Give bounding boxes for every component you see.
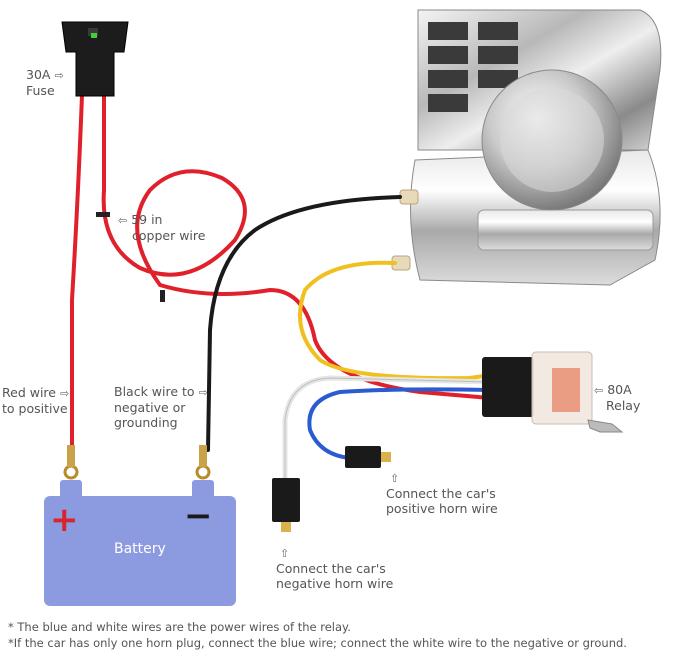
fuse-label: 30A ⇨ Fuse: [26, 67, 64, 98]
relay-label: ⇦ 80A Relay: [594, 382, 641, 413]
blue-wire: [307, 387, 492, 460]
white-wire: [282, 375, 493, 483]
positive-horn-label: ⇧ Connect the car's positive horn wire: [386, 472, 498, 516]
wires: [70, 93, 493, 483]
arrow-left-icon: ⇦: [118, 214, 128, 227]
battery-plus-sign: +: [50, 500, 79, 540]
horn-compressor-icon: [391, 9, 662, 286]
arrow-right-icon: ⇨: [198, 386, 208, 399]
battery-minus-sign: −: [184, 496, 213, 536]
yellow-wire: [298, 260, 492, 381]
fuse-icon: [61, 21, 129, 97]
relay-icon: [482, 351, 624, 433]
arrow-up-icon: ⇧: [280, 547, 290, 560]
black-wire-label: Black wire to ⇨ negative or grounding: [114, 384, 208, 430]
black-wire: [206, 195, 402, 452]
footnote-2: *If the car has only one horn plug, conn…: [8, 636, 627, 650]
arrow-up-icon: ⇧: [390, 472, 400, 485]
battery-icon: [44, 445, 236, 606]
negative-horn-label: ⇧ Connect the car's negative horn wire: [276, 547, 394, 591]
arrow-left-icon: ⇦: [594, 384, 604, 397]
red-wire-loop: [101, 93, 492, 400]
red-wire-to-battery: [70, 93, 84, 447]
arrow-right-icon: ⇨: [54, 69, 64, 82]
connector-plug-icon: [272, 446, 391, 532]
battery-label: Battery: [114, 541, 166, 557]
red-wire-label: Red wire ⇨ to positive: [2, 385, 70, 416]
footnote-1: * The blue and white wires are the power…: [8, 620, 351, 634]
arrow-right-icon: ⇨: [59, 387, 70, 400]
copper-wire-label: ⇦ 59 in copper wire: [118, 212, 206, 243]
